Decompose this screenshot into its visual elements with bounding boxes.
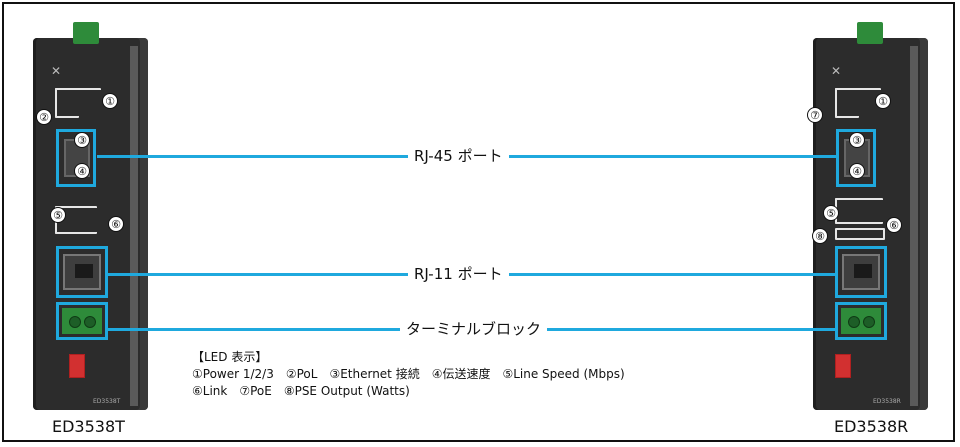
top-power-terminal [73, 22, 99, 44]
rj11-port [63, 254, 101, 290]
rj45-highlight [56, 129, 96, 187]
device-label-small: ED3538R [873, 398, 901, 405]
legend-line-2: ⑥Link ⑦PoE ⑧PSE Output (Watts) [192, 384, 410, 398]
marker-4: ④ [849, 163, 865, 179]
side-stripe [910, 46, 918, 406]
brand-logo: ✕ [831, 64, 842, 78]
dip-switch [69, 354, 85, 378]
terminal-block-label: ターミナルブロック [400, 318, 548, 339]
legend-title: 【LED 表示】 [192, 350, 268, 364]
marker-5: ⑤ [823, 205, 839, 221]
device-right: ✕ ED3538R [813, 22, 928, 410]
terminal-highlight [835, 302, 887, 340]
terminal-highlight [56, 302, 108, 340]
marker-6: ⑥ [886, 217, 902, 233]
marker-1: ① [875, 93, 891, 109]
dip-switch [835, 354, 851, 378]
device-left: ✕ ED3538T [33, 22, 148, 410]
model-left: ED3538T [52, 417, 125, 436]
brand-logo: ✕ [51, 64, 62, 78]
led-group-outline [835, 88, 859, 118]
rj11-label: RJ-11 ポート [408, 263, 509, 284]
marker-8: ⑧ [812, 228, 828, 244]
led-legend: 【LED 表示】 ①Power 1/2/3 ②PoL ③Ethernet 接続 … [192, 349, 625, 400]
rj45-highlight [836, 129, 876, 187]
marker-7: ⑦ [807, 107, 823, 123]
marker-4: ④ [74, 163, 90, 179]
marker-5: ⑤ [50, 207, 66, 223]
led-group-outline [55, 88, 79, 118]
marker-2: ② [36, 109, 52, 125]
rj45-label: RJ-45 ポート [408, 145, 509, 166]
led-group-outline [835, 198, 883, 224]
rj11-highlight [835, 246, 887, 298]
model-right: ED3538R [834, 417, 909, 436]
device-label-small: ED3538T [93, 398, 121, 405]
marker-3: ③ [849, 132, 865, 148]
side-stripe [130, 46, 138, 406]
rj11-highlight [56, 246, 108, 298]
marker-1: ① [102, 93, 118, 109]
terminal-block [841, 308, 881, 334]
diagram-frame [2, 2, 955, 442]
top-power-terminal [857, 22, 883, 44]
legend-line-1: ①Power 1/2/3 ②PoL ③Ethernet 接続 ④伝送速度 ⑤Li… [192, 367, 625, 381]
rj11-port [842, 254, 880, 290]
marker-6: ⑥ [108, 216, 124, 232]
marker-3: ③ [74, 132, 90, 148]
terminal-block [62, 308, 102, 334]
pse-led-outline [835, 228, 885, 240]
